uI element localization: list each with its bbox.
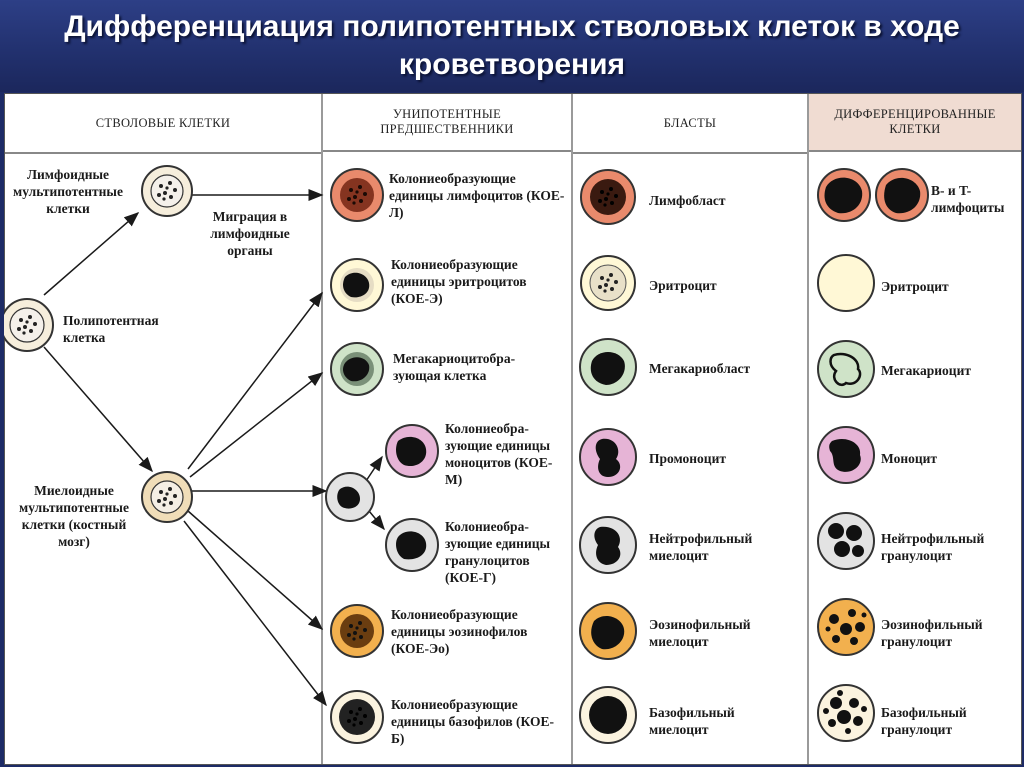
label-polypotent: Полипотентная клетка (63, 313, 159, 345)
cell-neutro-myelocyte (579, 516, 637, 574)
label-megakaryocyte: Мегакариоцит (881, 363, 971, 378)
label-eosino-myelocyte: Эозинофильный миелоцит (649, 617, 751, 649)
label-koe-l: Колониеобразующие единицы лимфоцитов (КО… (389, 171, 565, 220)
label-baso-granulocyte: Базофильный гранулоцит (881, 705, 967, 737)
cell-koe-l (330, 168, 384, 222)
label-neutro-myelocyte: Нейтрофильный миелоцит (649, 531, 753, 563)
label-baso-myelocyte: Базофильный миелоцит (649, 705, 735, 737)
label-monocyte: Моноцит (881, 451, 938, 466)
cell-polypotent (4, 298, 54, 352)
column-divider (321, 94, 323, 764)
cell-eosino-myelocyte (579, 602, 637, 660)
label-koe-eo: Колониеобразующие единицы эозинофилов (К… (391, 607, 528, 656)
arrow-poly-to-lymphoid (43, 212, 140, 296)
cell-diagram (4, 165, 929, 744)
label-koe-g: Колониеобра-зующие единицы гранулоцитов … (445, 519, 551, 585)
arrow-gm-to-koe-m (365, 455, 383, 482)
arrow-myeloid-to-koe-b (183, 520, 327, 707)
cell-megakaryocyte (817, 340, 875, 398)
label-neutro-granulocyte: Нейтрофильный гранулоцит (881, 531, 985, 563)
label-erythro-blast: Эритроцит (649, 278, 717, 293)
cell-koe-eo (330, 604, 384, 658)
label-koe-e: Колониеобразующие единицы эритроцитов (К… (391, 257, 527, 306)
cell-erythro-blast (580, 255, 636, 311)
cell-t-lymphocyte (875, 168, 929, 222)
cell-lymphoblast (580, 169, 636, 225)
label-promonocyte: Промоноцит (649, 451, 726, 466)
arrow-myeloid-to-mega (189, 372, 324, 478)
header-blasts: БЛАСТЫ (573, 94, 807, 154)
header-differentiated: ДИФФЕРЕНЦИРОВАННЫЕ КЛЕТКИ (809, 94, 1021, 152)
label-myeloid-multipotent: Миелоидные мультипотентные клетки (костн… (19, 483, 129, 549)
cell-monocyte (817, 426, 875, 484)
label-lymphoblast: Лимфобласт (649, 193, 726, 208)
cell-koe-g (385, 518, 439, 572)
label-mega-forming: Мегакариоцитобра-зующая клетка (393, 351, 516, 383)
cell-b-lymphocyte (817, 168, 871, 222)
cell-neutro-granulocyte (817, 512, 875, 570)
cell-koe-b (330, 690, 384, 744)
column-divider (807, 94, 809, 764)
label-erythrocyte: Эритроцит (881, 279, 949, 294)
cell-erythrocyte (817, 254, 875, 312)
cell-eosino-granulocyte (817, 598, 875, 656)
arrow-poly-to-myeloid (43, 346, 153, 473)
column-divider (571, 94, 573, 764)
slide-title: Дифференциация полипотентных стволовых к… (64, 10, 960, 81)
header-unipotent: УНИПОТЕНТНЫЕ ПРЕДШЕСТВЕННИКИ (323, 94, 571, 152)
cell-mega-forming (330, 342, 384, 396)
label-eosino-granulocyte: Эозинофильный гранулоцит (881, 617, 983, 649)
label-lymphoid-multipotent: Лимфоидные мультипотентные клетки (13, 167, 123, 216)
label-koe-m: Колониеобра-зующие единицы моноцитов (КО… (445, 421, 553, 487)
cell-myeloid-precursor (325, 472, 375, 522)
cell-baso-granulocyte (817, 684, 875, 742)
cell-myeloid-multipotent (141, 471, 193, 523)
arrow-myeloid-to-koe-e (187, 291, 323, 470)
cell-lymphoid-multipotent (141, 165, 193, 217)
label-migration: Миграция в лимфоидные органы (210, 209, 290, 258)
header-stem-cells: СТВОЛОВЫЕ КЛЕТКИ (5, 94, 321, 154)
cell-koe-e (330, 258, 384, 312)
label-b-t-lymphocytes: B- и T-лимфоциты (931, 183, 1005, 215)
title-banner (0, 0, 1024, 92)
cell-megakaryoblast (579, 338, 637, 396)
cell-koe-m (385, 424, 439, 478)
label-koe-b: Колониеобразующие единицы базофилов (КОЕ… (391, 697, 554, 746)
cell-baso-myelocyte (579, 686, 637, 744)
cell-promonocyte (579, 428, 637, 486)
label-megakaryoblast: Мегакариобласт (649, 361, 751, 376)
arrow-myeloid-to-koe-eo (187, 510, 324, 630)
